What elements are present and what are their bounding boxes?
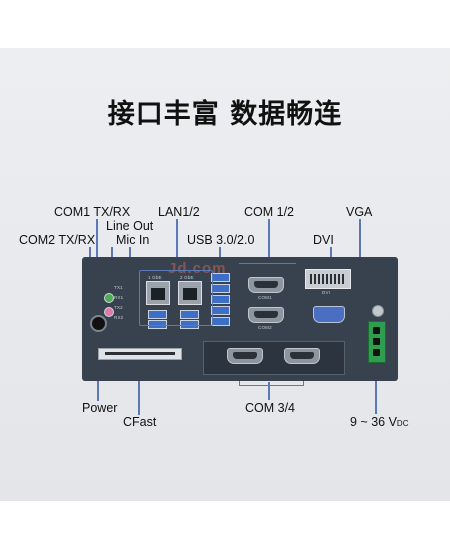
label-vga: VGA <box>346 205 373 219</box>
line-out-jack[interactable] <box>104 293 114 303</box>
com4-port[interactable] <box>284 348 320 364</box>
leader-dc <box>375 378 377 414</box>
terminal-pin <box>373 349 380 356</box>
label-com2-txrx: COM2 TX/RX <box>19 233 96 247</box>
terminal-pin <box>373 327 380 334</box>
com3-port[interactable] <box>227 348 263 364</box>
label-cfast: CFast <box>123 415 157 429</box>
power-button[interactable] <box>90 315 107 332</box>
com12-bracket <box>239 263 296 265</box>
usb-port-9[interactable] <box>211 317 230 326</box>
com2-port[interactable] <box>248 307 284 323</box>
lan2-label: 2 GbE <box>180 275 194 280</box>
leader-lan <box>176 219 178 276</box>
dc-terminal-block[interactable] <box>368 321 386 363</box>
vga-port[interactable] <box>313 306 345 323</box>
watermark-text: Jd.com <box>168 260 227 277</box>
industrial-pc-front: Jd.com TX1 RX1 TX2 RX2 1 GbE 2 GbE COM1 … <box>82 257 398 381</box>
dvi-port[interactable] <box>305 269 351 289</box>
com1-port[interactable] <box>248 277 284 293</box>
usb-port-3[interactable] <box>180 310 199 319</box>
label-lan: LAN1/2 <box>158 205 200 219</box>
com34-plate <box>203 341 345 375</box>
label-dvi: DVI <box>313 233 334 247</box>
label-usb: USB 3.0/2.0 <box>187 233 255 247</box>
lan2-port[interactable] <box>178 281 202 305</box>
lan1-label: 1 GbE <box>148 275 162 280</box>
label-com34: COM 3/4 <box>245 401 296 415</box>
com34-bracket <box>239 381 304 386</box>
label-dc-in: 9 ~ 36 VDC <box>350 415 408 431</box>
dc-voltage-text: 9 ~ 36 V <box>350 415 397 429</box>
cfast-slot[interactable] <box>98 348 182 360</box>
label-mic-in: Mic In <box>116 233 150 247</box>
label-power: Power <box>82 401 118 415</box>
dc-subscript: DC <box>396 419 409 428</box>
usb-port-5[interactable] <box>211 273 230 282</box>
terminal-pin <box>373 338 380 345</box>
led-label-tx1: TX1 <box>114 285 123 290</box>
led-label-tx2: TX2 <box>114 305 123 310</box>
usb-port-8[interactable] <box>211 306 230 315</box>
usb-port-6[interactable] <box>211 284 230 293</box>
label-line-out: Line Out <box>106 219 154 233</box>
label-com1-txrx: COM1 TX/RX <box>54 205 131 219</box>
usb-port-7[interactable] <box>211 295 230 304</box>
usb-port-2[interactable] <box>148 320 167 329</box>
leader-com34 <box>268 382 270 400</box>
led-label-rx2: RX2 <box>114 315 124 320</box>
usb-port-1[interactable] <box>148 310 167 319</box>
ground-screw-icon <box>372 305 384 317</box>
leader-com12 <box>268 219 270 261</box>
label-com12: COM 1/2 <box>244 205 295 219</box>
lan-highlight-box <box>139 270 213 326</box>
leader-com1 <box>96 219 98 257</box>
leader-cfast <box>138 367 140 415</box>
com2-sublabel: COM2 <box>258 325 272 330</box>
usb-port-4[interactable] <box>180 320 199 329</box>
dvi-sublabel: DVI <box>322 290 331 295</box>
lan1-port[interactable] <box>146 281 170 305</box>
page-title: 接口丰富 数据畅连 <box>107 99 343 130</box>
leader-dvi <box>330 247 332 263</box>
mic-in-jack[interactable] <box>104 307 114 317</box>
com1-sublabel: COM1 <box>258 295 272 300</box>
led-label-rx1: RX1 <box>114 295 124 300</box>
